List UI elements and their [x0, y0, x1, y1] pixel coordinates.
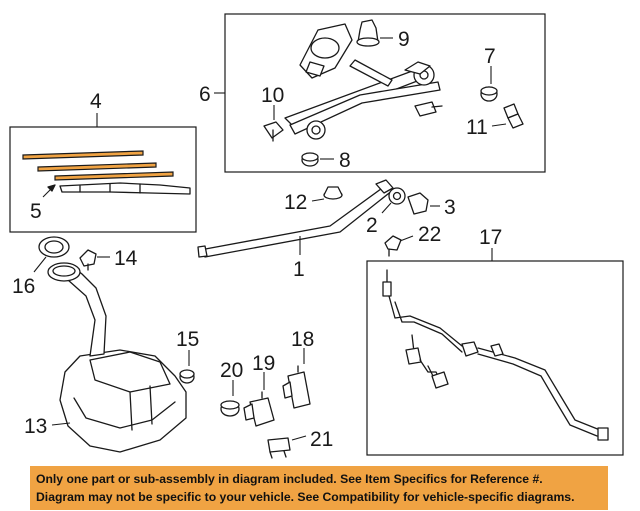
callout-10: 10 — [261, 84, 284, 107]
callout-2: 2 — [366, 214, 378, 237]
hose-group-frame — [366, 260, 624, 456]
nut-part-12 — [323, 186, 343, 200]
blade-group-frame — [9, 126, 197, 233]
callout-14: 14 — [114, 247, 138, 270]
clip-part-14 — [79, 249, 97, 271]
callout-4: 4 — [90, 90, 102, 113]
callout-6: 6 — [199, 83, 211, 106]
wiper-linkage-assembly — [284, 23, 443, 140]
callout-17: 17 — [479, 226, 502, 249]
callout-5: 5 — [30, 200, 42, 223]
cap-part-2 — [388, 187, 406, 205]
pump-part-19 — [243, 391, 275, 427]
wiper-blade-inserts — [22, 150, 174, 181]
grommet-part-20 — [220, 400, 240, 417]
wiper-blade-assembly — [59, 182, 191, 195]
callout-16: 16 — [12, 275, 35, 298]
callout-22: 22 — [418, 223, 441, 246]
washer-hose-assembly — [382, 269, 609, 441]
callout-9: 9 — [398, 28, 410, 51]
parts-diagram: 9 7 11 10 8 6 4 5 — [9, 13, 624, 459]
bushing-part-7 — [480, 86, 498, 102]
cap-part-16 — [38, 236, 70, 258]
callout-13: 13 — [24, 415, 47, 438]
washer-reservoir — [47, 262, 187, 453]
grommet-part-8 — [301, 152, 319, 167]
callout-19: 19 — [252, 352, 275, 375]
cover-part-3 — [407, 192, 429, 215]
callout-15: 15 — [176, 328, 199, 351]
pump-part-18 — [282, 365, 311, 409]
callout-7: 7 — [484, 45, 496, 68]
clip-part-10 — [263, 121, 284, 142]
bolt-part-11 — [503, 103, 524, 129]
callout-8: 8 — [339, 149, 351, 172]
callout-18: 18 — [291, 328, 314, 351]
disclaimer-line-2: Diagram may not be specific to your vehi… — [36, 490, 575, 504]
disclaimer-line-1: Only one part or sub-assembly in diagram… — [36, 472, 543, 486]
grommet-part-15 — [179, 369, 195, 384]
callout-3: 3 — [444, 196, 456, 219]
callout-21: 21 — [310, 428, 333, 451]
disclaimer-banner: Only one part or sub-assembly in diagram… — [30, 466, 608, 510]
callout-11: 11 — [466, 116, 488, 139]
callout-1: 1 — [293, 258, 305, 281]
callout-20: 20 — [220, 359, 243, 382]
nozzle-part-22 — [384, 235, 402, 257]
callout-12: 12 — [284, 191, 307, 214]
connector-part-21 — [267, 437, 291, 459]
grommet-part-9 — [356, 19, 380, 47]
